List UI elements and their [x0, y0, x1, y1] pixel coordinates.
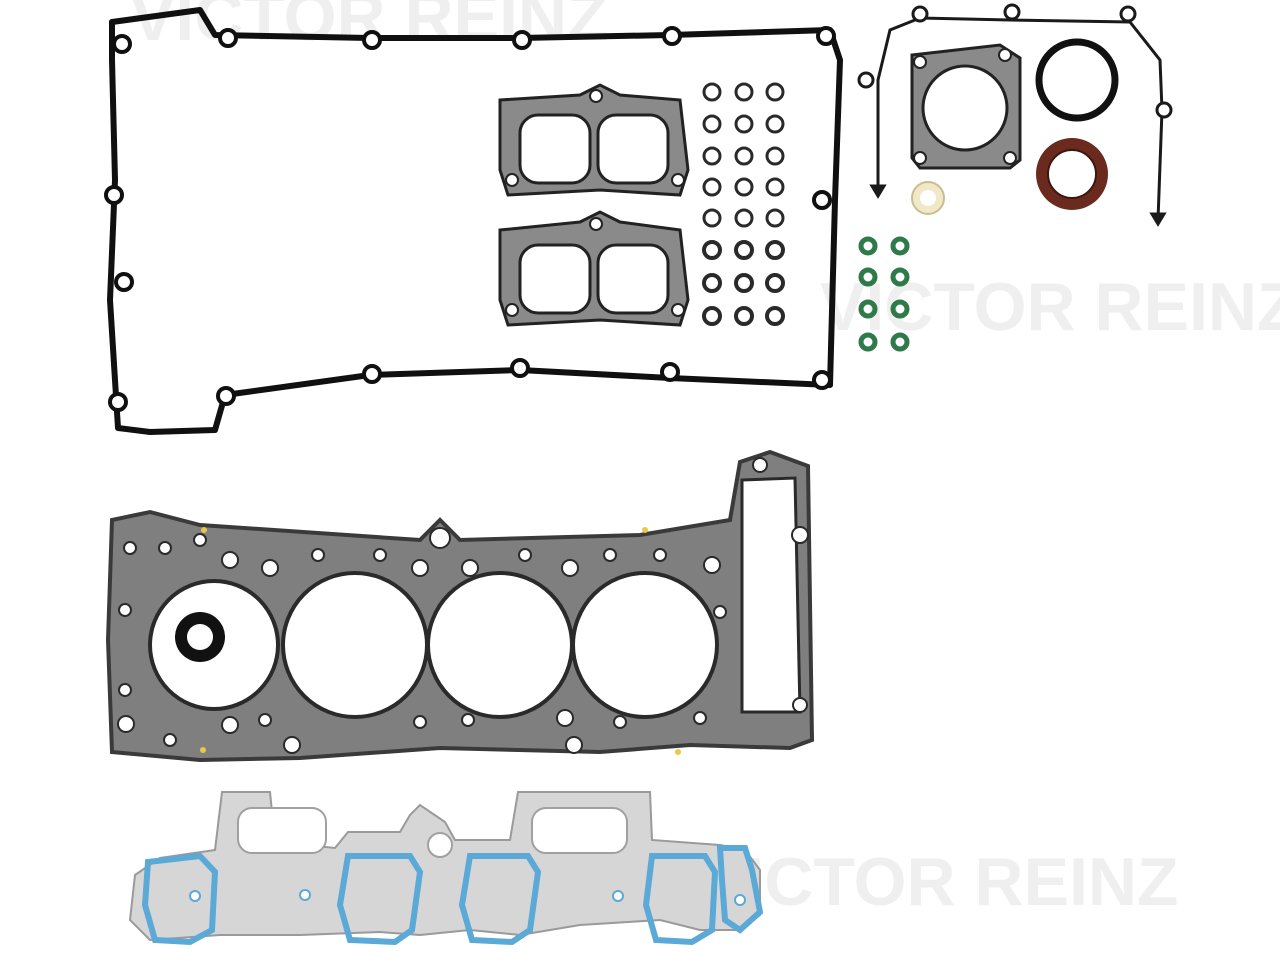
crankshaft-seal — [1036, 138, 1108, 210]
sealing-washer — [911, 181, 945, 215]
large-oring — [1035, 38, 1119, 122]
watermark-bottom-right: VICTOR REINZ — [700, 844, 1179, 920]
injector-orings — [858, 236, 910, 352]
watermark-group: VICTOR REINZ VICTOR REINZ VICTOR REINZ V… — [130, 0, 1280, 920]
valve-stem-seals — [702, 82, 785, 326]
valve-cover-gasket — [104, 7, 843, 435]
cylinder-head-gasket — [105, 449, 815, 763]
exhaust-gasket-lower — [498, 210, 690, 327]
throttle-gasket — [910, 43, 1022, 170]
spark-plug-seal — [175, 612, 225, 662]
exhaust-gasket-upper — [498, 83, 690, 197]
watermark-mid-right: VICTOR REINZ — [820, 269, 1280, 345]
intake-manifold-gasket — [128, 791, 764, 946]
timing-cover-cord — [857, 3, 1173, 227]
